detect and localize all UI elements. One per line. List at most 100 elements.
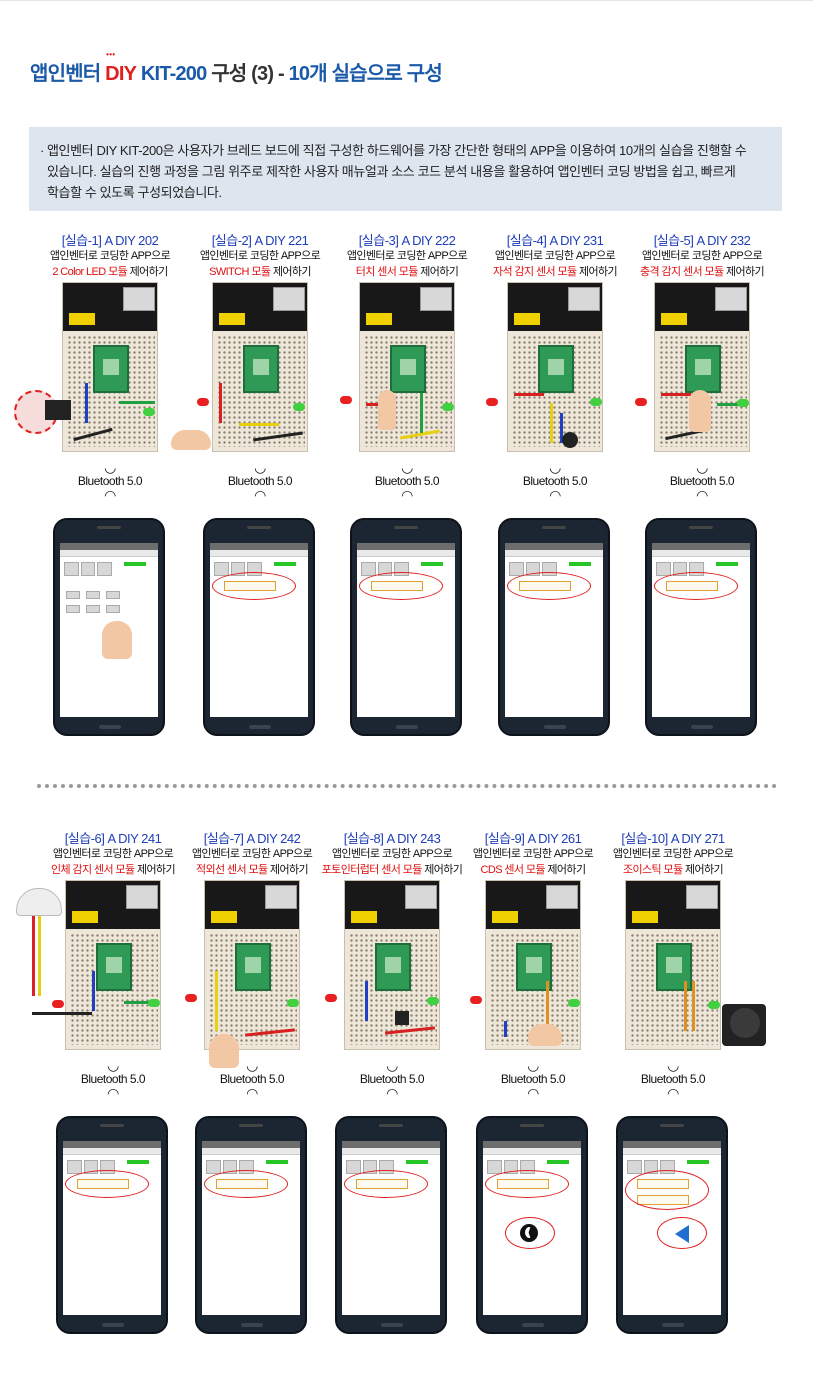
lab-control-text: 제어하기 bbox=[576, 266, 618, 278]
status-bar bbox=[483, 1141, 581, 1148]
mcu-module bbox=[96, 943, 132, 991]
lab-desc-line1: 앱인벤터로 코딩한 APP으로 bbox=[494, 250, 616, 262]
mcu-module bbox=[93, 345, 129, 393]
lab-desc-line2: CDS 센서 모듈 제어하기 bbox=[458, 862, 608, 878]
lab-label: [실습-2] A DIY 221 bbox=[211, 233, 309, 248]
phone-mockup bbox=[56, 1116, 168, 1334]
bluetooth-label: ◡Bluetooth 5.0◠ bbox=[38, 1058, 188, 1100]
lab-desc-line2: 터치 센서 모듈 제어하기 bbox=[332, 264, 482, 280]
lab-card-1: [실습-1] A DIY 202 앱인벤터로 코딩한 APP으로 2 Color… bbox=[14, 230, 185, 750]
lab-desc-line1: 앱인벤터로 코딩한 APP으로 bbox=[641, 250, 763, 262]
led-red bbox=[470, 996, 482, 1004]
lab-desc-line2: 충격 감지 센서 모듈 제어하기 bbox=[627, 264, 777, 280]
lab-card-9: [실습-9] A DIY 261 앱인벤터로 코딩한 APP으로 CDS 센서 … bbox=[458, 828, 608, 1348]
wire bbox=[32, 1012, 92, 1015]
lab-label: [실습-4] A DIY 231 bbox=[506, 233, 604, 248]
lab-module-name: SWITCH 모듈 bbox=[209, 266, 271, 278]
signal-waves-icon: ◠ bbox=[254, 487, 266, 503]
power-module bbox=[360, 283, 454, 331]
led-green bbox=[568, 999, 580, 1007]
title-kit: KIT-200 bbox=[136, 63, 207, 85]
connected-badge bbox=[569, 562, 591, 566]
lab-module-name: 조이스틱 모듈 bbox=[622, 864, 683, 876]
highlight-ring bbox=[359, 572, 443, 600]
power-module bbox=[655, 283, 749, 331]
night-mode-indicator bbox=[505, 1217, 555, 1249]
lab-card-10: [실습-10] A DIY 271 앱인벤터로 코딩한 APP으로 조이스틱 모… bbox=[598, 828, 766, 1348]
connected-badge bbox=[421, 562, 443, 566]
led-red bbox=[185, 994, 197, 1002]
highlight-ring bbox=[507, 572, 591, 600]
lab-desc-line1: 앱인벤터로 코딩한 APP으로 bbox=[199, 250, 321, 262]
wire bbox=[85, 383, 88, 423]
lab-card-4: [실습-4] A DIY 231 앱인벤터로 코딩한 APP으로 자석 감지 센… bbox=[480, 230, 630, 750]
wire bbox=[32, 916, 35, 996]
connected-badge bbox=[406, 1160, 428, 1164]
arrow-left-icon bbox=[675, 1225, 689, 1243]
photo-interrupter-icon bbox=[395, 1011, 409, 1025]
wire bbox=[215, 971, 218, 1031]
phone-mockup bbox=[498, 518, 610, 736]
hand-icon bbox=[528, 1024, 562, 1046]
intro-line-3: 학습할 수 있도록 구성되었습니다. bbox=[47, 185, 222, 200]
lab-label: [실습-3] A DIY 222 bbox=[358, 233, 456, 248]
connected-badge bbox=[716, 562, 738, 566]
wire bbox=[692, 981, 695, 1031]
title-section: 구성 (3) - bbox=[206, 63, 289, 85]
power-module bbox=[508, 283, 602, 331]
app-buttons bbox=[627, 1160, 676, 1174]
wire bbox=[504, 1021, 507, 1037]
mcu-module bbox=[235, 943, 271, 991]
lab-desc-line1: 앱인벤터로 코딩한 APP으로 bbox=[49, 250, 171, 262]
lab-module-name: 포토인터럽터 센서 모듈 bbox=[321, 864, 423, 876]
highlight-ring bbox=[204, 1170, 288, 1198]
bluetooth-text: Bluetooth 5.0 bbox=[80, 1072, 146, 1086]
highlight-ring bbox=[344, 1170, 428, 1198]
lab-label: [실습-8] A DIY 243 bbox=[343, 831, 441, 846]
connected-badge bbox=[274, 562, 296, 566]
bluetooth-icon: ◡ bbox=[527, 1057, 539, 1073]
lab-card-2: [실습-2] A DIY 221 앱인벤터로 코딩한 APP으로 SWITCH … bbox=[171, 230, 335, 750]
lab-control-text: 제어하기 bbox=[682, 864, 724, 876]
app-bar bbox=[60, 550, 158, 557]
phone-mockup bbox=[335, 1116, 447, 1334]
lab-card-6: [실습-6] A DIY 241 앱인벤터로 코딩한 APP으로 인체 감지 센… bbox=[16, 828, 188, 1348]
lab-module-name: 2 Color LED 모듈 bbox=[52, 266, 128, 278]
hand-icon bbox=[102, 621, 132, 659]
highlight-ring bbox=[654, 572, 738, 600]
lab-desc-line1: 앱인벤터로 코딩한 APP으로 bbox=[331, 848, 453, 860]
phone-screen bbox=[505, 543, 603, 717]
bluetooth-text: Bluetooth 5.0 bbox=[77, 474, 143, 488]
breadboard-image bbox=[507, 282, 603, 452]
title-diy: DIY bbox=[105, 50, 137, 86]
phone-mockup bbox=[616, 1116, 728, 1334]
highlight-ring bbox=[485, 1170, 569, 1198]
lab-desc-line1: 앱인벤터로 코딩한 APP으로 bbox=[472, 848, 594, 860]
app-buttons bbox=[64, 562, 113, 576]
page-title: 앱인벤터 DIY KIT-200 구성 (3) - 10개 실습으로 구성 bbox=[30, 50, 443, 86]
wire bbox=[514, 393, 544, 396]
hand-icon bbox=[689, 390, 711, 432]
status-bar bbox=[342, 1141, 440, 1148]
wire bbox=[661, 393, 691, 396]
highlight-ring bbox=[625, 1170, 709, 1210]
mcu-module bbox=[656, 943, 692, 991]
lab-desc-line2: 적외선 센서 모듈 제어하기 bbox=[177, 862, 327, 878]
direction-indicator bbox=[657, 1217, 707, 1249]
lab-label: [실습-1] A DIY 202 bbox=[61, 233, 159, 248]
lab-card-5: [실습-5] A DIY 232 앱인벤터로 코딩한 APP으로 충격 감지 센… bbox=[627, 230, 777, 750]
signal-waves-icon: ◠ bbox=[386, 1085, 398, 1101]
phone-screen bbox=[202, 1141, 300, 1315]
signal-waves-icon: ◠ bbox=[107, 1085, 119, 1101]
lab-desc-line2: SWITCH 모듈 제어하기 bbox=[185, 264, 335, 280]
mcu-module bbox=[243, 345, 279, 393]
intro-line-2: 있습니다. 실습의 진행 과정을 그림 위주로 제작한 사용자 매뉴얼과 소스 … bbox=[47, 164, 736, 179]
wire bbox=[550, 403, 553, 443]
status-bar bbox=[505, 543, 603, 550]
highlight-ring bbox=[212, 572, 296, 600]
lab-control-text: 제어하기 bbox=[270, 266, 312, 278]
bluetooth-label: ◡Bluetooth 5.0◠ bbox=[627, 460, 777, 502]
bluetooth-label: ◡Bluetooth 5.0◠ bbox=[317, 1058, 467, 1100]
phone-mockup bbox=[53, 518, 165, 736]
bluetooth-icon: ◡ bbox=[667, 1057, 679, 1073]
